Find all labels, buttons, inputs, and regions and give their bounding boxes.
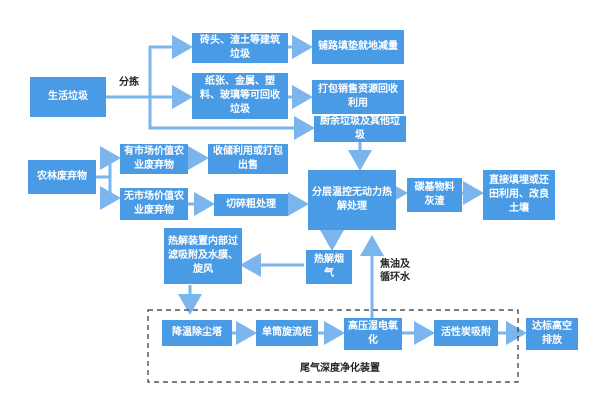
node-road-fill: 铺路填垫就地减量 — [312, 30, 404, 64]
node-cooling-tower: 降温除尘塔 — [162, 320, 232, 346]
node-pyro-smoke: 热解烟气 — [306, 250, 352, 284]
node-collect-sell: 收储利用或打包出售 — [208, 144, 288, 174]
purification-frame — [147, 309, 519, 383]
node-agri-waste: 农林废弃物 — [28, 160, 96, 194]
node-emission: 达标高空排放 — [526, 318, 578, 350]
node-pack-sell: 打包销售资源回收利用 — [312, 80, 404, 114]
node-carbon-ash: 碳基物料灰渣 — [407, 178, 462, 212]
node-shred: 切碎粗处理 — [214, 194, 288, 216]
arrow-agri-branches — [96, 156, 118, 200]
node-activated-carbon: 活性炭吸附 — [434, 320, 498, 346]
node-no-market-value: 无市场价值农业废弃物 — [120, 188, 188, 220]
node-bricks: 砖头、渣土等建筑垃圾 — [192, 33, 288, 63]
label-sorting: 分拣 — [119, 77, 139, 88]
node-recyclables: 纸张、金属、塑料、玻璃等可回收垃圾 — [192, 73, 288, 119]
node-soil: 直接填埋或还田利用、改良土壤 — [483, 170, 555, 220]
arrows — [96, 35, 527, 345]
node-internal-filter: 热解装置内部过滤吸附及水膜、旋风 — [164, 228, 242, 284]
node-kitchen-waste: 厨余垃圾及其他垃圾 — [314, 116, 406, 142]
arrow-to-bricks — [106, 35, 193, 99]
node-market-value: 有市场价值农业废弃物 — [120, 144, 188, 174]
arrow-to-kitchen — [148, 97, 315, 140]
label-purification: 尾气深度净化装置 — [300, 363, 380, 374]
node-cyclone: 单筒旋流柜 — [256, 320, 318, 346]
node-electrostatic: 高压湿电氧化 — [344, 318, 402, 350]
node-pyrolysis: 分层温控无动力热解处理 — [308, 170, 396, 230]
node-domestic-waste: 生活垃圾 — [30, 77, 106, 117]
label-tar-recycle: 焦油及循环水 — [380, 259, 410, 283]
